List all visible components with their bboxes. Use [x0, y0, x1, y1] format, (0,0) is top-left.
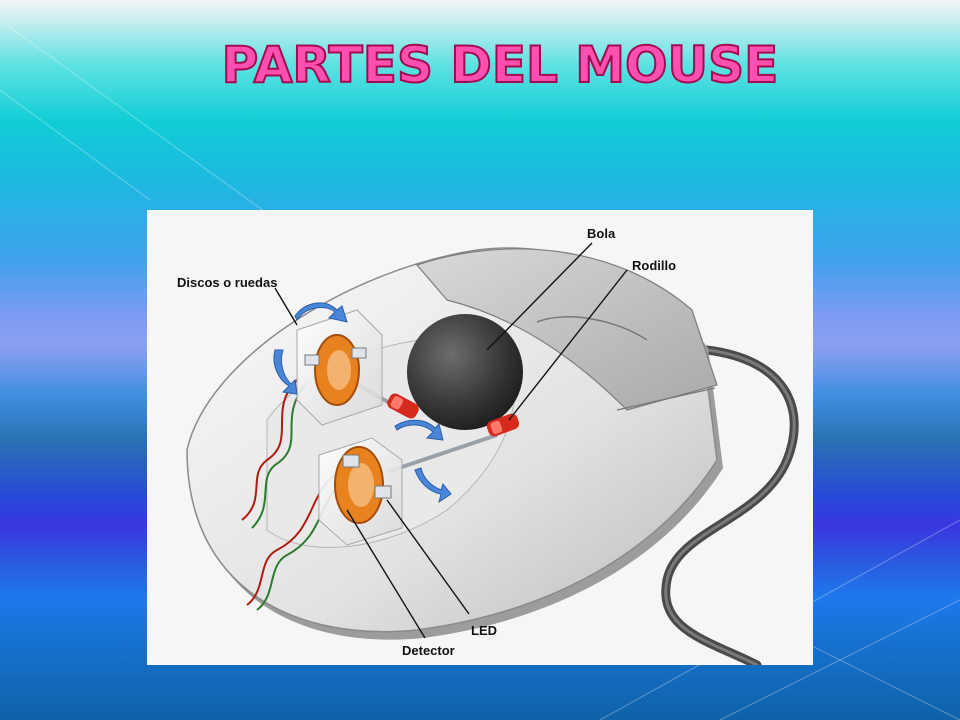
rotation-arrows: [273, 302, 452, 504]
leader-detector: [346, 509, 426, 639]
page-title: PARTES DEL MOUSE: [221, 35, 780, 95]
label-bola: Bola: [587, 226, 616, 241]
label-rodillo: Rodillo: [632, 258, 676, 273]
mouse-diagram: Bola Rodillo Discos o ruedas LED Detecto…: [147, 210, 813, 665]
leader-discos: [274, 287, 298, 326]
leader-rodillo: [508, 269, 628, 421]
label-detector: Detector: [402, 643, 455, 658]
shaft-lower: [386, 433, 498, 474]
encoder-lower: [318, 437, 403, 546]
roller-left: [387, 393, 419, 419]
encoder-upper: [296, 309, 383, 426]
mouse-illustration: Bola Rodillo Discos o ruedas LED Detecto…: [177, 226, 799, 665]
label-discos: Discos o ruedas: [177, 275, 277, 290]
roller-right: [486, 413, 520, 437]
leader-bola: [486, 242, 593, 351]
label-led: LED: [471, 623, 497, 638]
mouse-buttons: [415, 248, 718, 411]
leader-led: [386, 499, 470, 615]
